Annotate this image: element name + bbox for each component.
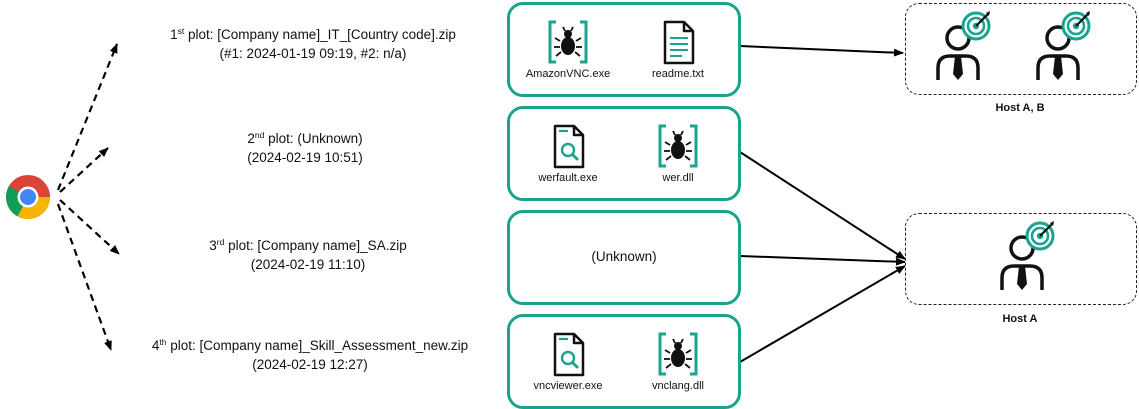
payload-box-1: AmazonVNC.exe readme.txt: [507, 2, 741, 97]
arrow-to-plot-3: [59, 199, 120, 255]
payload-to-host-arrows: [739, 45, 906, 363]
host-a: [905, 213, 1137, 305]
host-group-ab: [905, 3, 1137, 95]
unknown-payload-text: (Unknown): [591, 249, 657, 264]
arrow-payload4-host-a: [739, 265, 906, 363]
file-item: vnclang.dll: [628, 331, 728, 392]
file-item: wer.dll: [628, 123, 728, 184]
browser-delivery-arrows: [56, 43, 120, 351]
file-name: readme.txt: [652, 68, 704, 80]
host-label: Host A, B: [995, 102, 1045, 114]
host-label: Host A: [1002, 313, 1038, 325]
file-item: werfault.exe: [518, 123, 618, 184]
file-item: vncviewer.exe: [518, 331, 618, 392]
plot-2-label: 2nd plot: (Unknown) (2024-02-19 10:51): [247, 130, 363, 165]
targeted-user-icon: [1000, 221, 1055, 290]
executable-search-icon: [553, 332, 585, 377]
file-name: vnclang.dll: [652, 380, 704, 392]
targeted-user-icon: [1036, 11, 1091, 80]
arrow-payload2-host-a: [739, 151, 906, 260]
file-name: wer.dll: [662, 172, 694, 184]
arrow-to-plot-4: [56, 203, 113, 351]
payload-box-3: (Unknown): [507, 210, 741, 305]
plot-3-label: 3rd plot: [Company name]_SA.zip (2024-02…: [209, 237, 407, 272]
malware-bug-icon: [658, 332, 698, 376]
arrow-payload3-host-a: [739, 255, 906, 266]
file-item: AmazonVNC.exe: [518, 19, 618, 80]
arrow-to-plot-2: [59, 147, 109, 193]
file-item: readme.txt: [628, 19, 728, 80]
executable-search-icon: [553, 124, 585, 169]
arrow-payload1-hosts-ab: [739, 45, 904, 57]
payload-box-4: vncviewer.exe vnclang.dll: [507, 314, 741, 409]
malware-bug-icon: [548, 20, 588, 64]
file-name: vncviewer.exe: [533, 380, 603, 392]
plot-4-label: 4th plot: [Company name]_Skill_Assessmen…: [151, 337, 469, 372]
arrow-to-plot-1: [56, 43, 119, 191]
targeted-user-icon: [936, 11, 991, 80]
file-name: AmazonVNC.exe: [525, 68, 611, 80]
plot-1-label: 1st plot: [Company name]_IT_[Country cod…: [170, 26, 456, 61]
chrome-browser-icon: [4, 173, 52, 226]
malware-bug-icon: [658, 124, 698, 168]
text-document-icon: [663, 20, 695, 65]
payload-box-2: werfault.exe wer.dll: [507, 106, 741, 201]
file-name: werfault.exe: [538, 172, 598, 184]
